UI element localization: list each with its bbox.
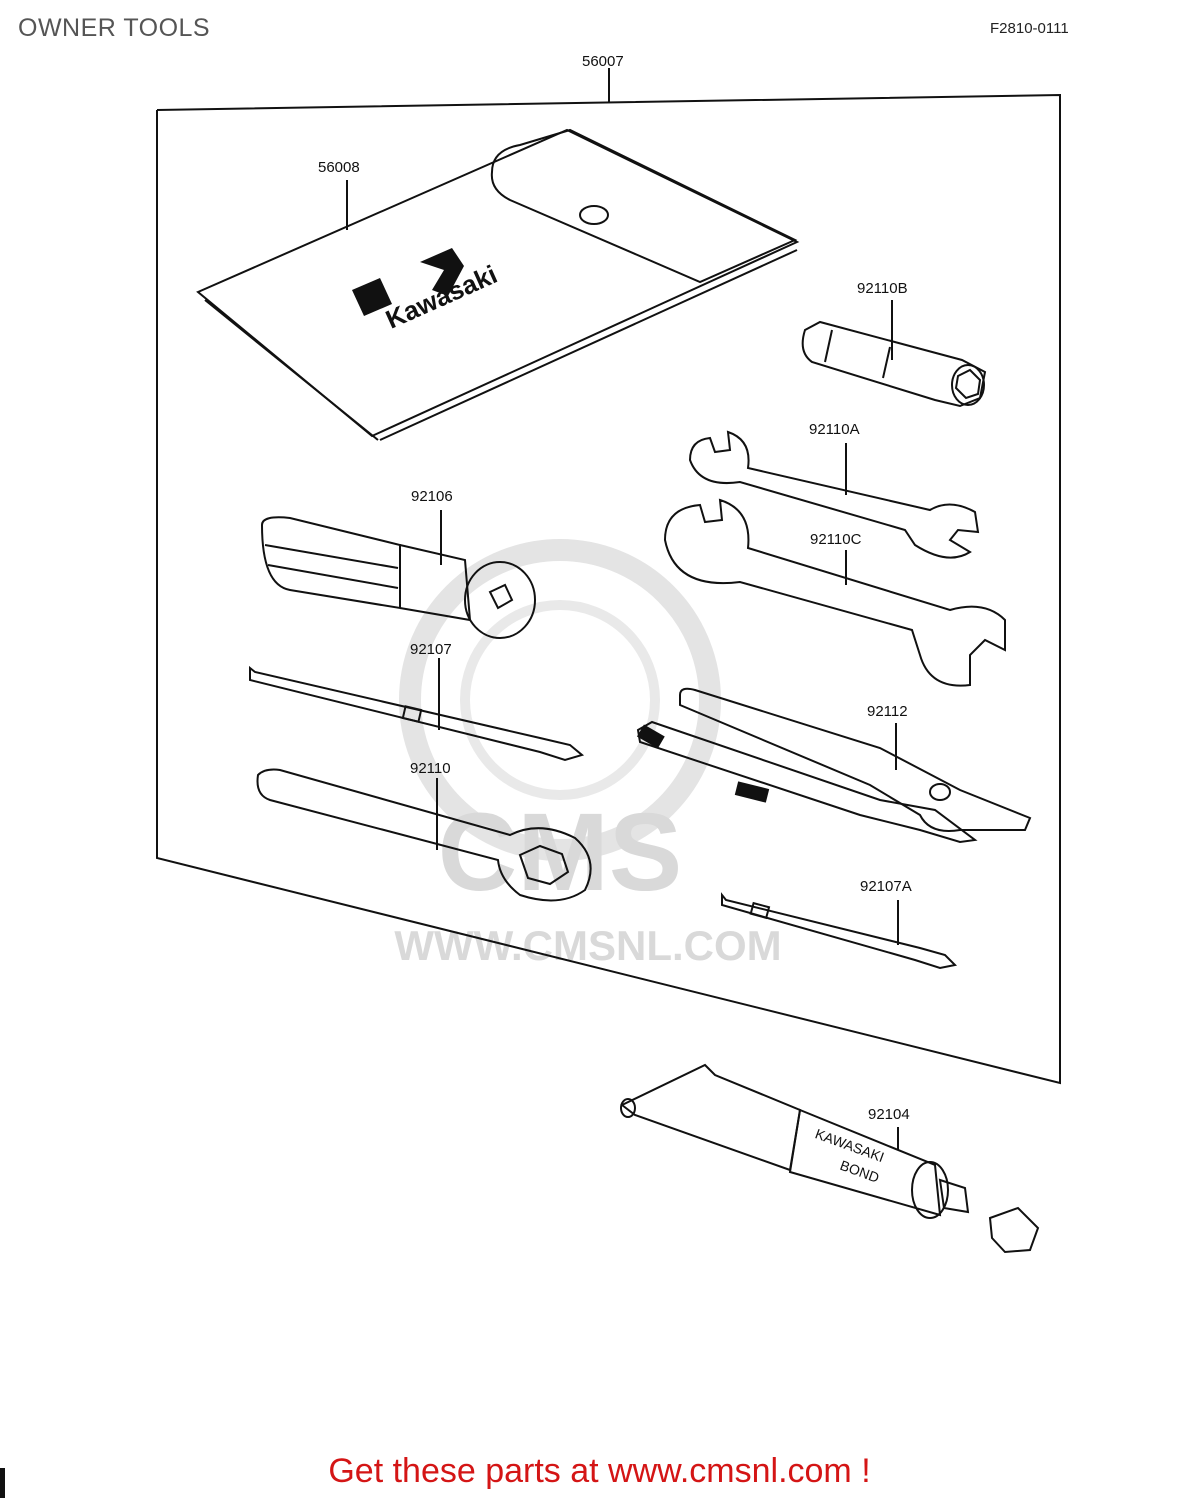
label-56008: 56008 xyxy=(318,159,360,176)
label-92110A: 92110A xyxy=(809,421,860,438)
open-wrench-large xyxy=(663,498,1006,687)
figure-code: F2810-0111 xyxy=(990,20,1069,37)
label-92110C: 92110C xyxy=(810,531,862,548)
page-title: OWNER TOOLS xyxy=(18,14,211,42)
tool-pouch: Kawasaki xyxy=(196,128,800,441)
box-wrench xyxy=(256,768,592,902)
leader-lines xyxy=(346,180,899,1150)
label-92112: 92112 xyxy=(867,703,908,720)
footer-cta[interactable]: Get these parts at www.cmsnl.com ! xyxy=(328,1452,871,1490)
corner-mark xyxy=(0,1468,5,1498)
watermark-url: WWW.CMSNL.COM xyxy=(394,922,781,969)
label-92110B: 92110B xyxy=(857,280,908,297)
kit-outline xyxy=(156,68,1061,1085)
pliers xyxy=(636,687,1032,844)
label-92110: 92110 xyxy=(410,760,451,777)
open-wrench-small xyxy=(688,430,980,559)
part-labels: 56007 56008 92110B 92110A 92106 92110C 9… xyxy=(318,53,912,1123)
screwdriver-handle xyxy=(260,516,536,639)
bond-tube: KAWASAKI BOND xyxy=(620,1063,1040,1254)
screwdriver-short xyxy=(721,892,958,970)
screwdriver xyxy=(249,665,585,762)
label-92106: 92106 xyxy=(411,488,453,505)
label-56007: 56007 xyxy=(582,53,624,70)
label-92107A: 92107A xyxy=(860,878,912,895)
socket-wrench xyxy=(801,320,987,408)
label-92104: 92104 xyxy=(868,1106,910,1123)
pouch-brand-text: Kawasaki xyxy=(381,259,501,335)
label-92107: 92107 xyxy=(410,641,452,658)
